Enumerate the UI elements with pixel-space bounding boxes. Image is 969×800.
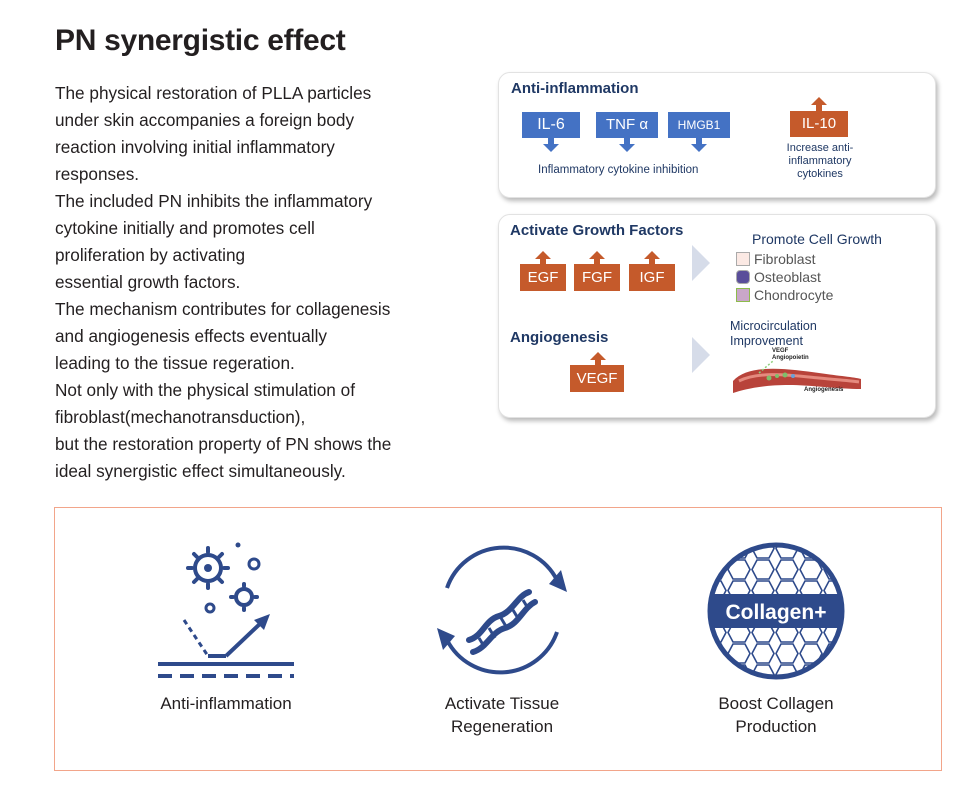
down-arrow-icon	[543, 138, 559, 152]
dna-regeneration-icon	[437, 545, 567, 675]
up-arrow-icon	[535, 251, 551, 265]
increase-caption: Increase anti- inflammatory cytokines	[778, 142, 862, 181]
up-arrow-icon	[811, 97, 827, 111]
tnf-alpha-box: TNF α	[596, 112, 658, 138]
chevron-right-icon	[692, 337, 710, 373]
description-line: The mechanism contributes for collagenes…	[55, 299, 391, 319]
description-line: leading to the tissue regeration.	[55, 353, 295, 373]
description-line: responses.	[55, 164, 140, 184]
description-line: but the restoration property of PN shows…	[55, 434, 392, 454]
benefit-label-anti-inflammation: Anti-inflammation	[126, 692, 326, 715]
angiogenesis-heading: Angiogenesis	[510, 329, 609, 346]
benefit-label-line: Regeneration	[450, 717, 554, 736]
cell-item: Fibroblast	[736, 250, 833, 268]
benefit-label-line: Boost Collagen	[718, 694, 834, 713]
description-line: proliferation by activating	[55, 245, 246, 265]
description-line: The physical restoration of PLLA particl…	[55, 83, 372, 103]
description-text: The physical restoration of PLLA particl…	[55, 80, 475, 485]
benefits-panel	[54, 507, 942, 771]
fgf-box: FGF	[574, 264, 620, 291]
description-line: cytokine initially and promotes cell	[55, 218, 315, 238]
fibroblast-icon	[736, 252, 750, 266]
microcirculation-line: Microcirculation	[730, 319, 817, 333]
vessel-label: Angiopoietin	[772, 355, 809, 361]
growth-factors-heading: Activate Growth Factors	[510, 222, 684, 239]
anti-inflammation-heading: Anti-inflammation	[511, 80, 639, 97]
benefit-label-line: Activate Tissue	[444, 694, 560, 713]
cell-label: Osteoblast	[754, 269, 821, 285]
description-line: Not only with the physical stimulation o…	[55, 380, 355, 400]
description-line: ideal synergistic effect simultaneously.	[55, 461, 346, 481]
vessel-label: Angiogenesis	[804, 387, 844, 393]
description-line: and angiogenesis effects eventually	[55, 326, 328, 346]
cell-item: Chondrocyte	[736, 286, 833, 304]
hmgb1-box: HMGB1	[668, 112, 730, 138]
anti-inflammation-icon	[158, 542, 294, 678]
cell-item: Osteoblast	[736, 268, 833, 286]
growth-factors-card: Activate Growth Factors EGF FGF IGF Prom…	[498, 214, 936, 418]
promote-cell-growth-heading: Promote Cell Growth	[752, 231, 882, 247]
description-line: reaction involving initial inflammatory	[55, 137, 335, 157]
collagen-badge-text: Collagen+	[726, 601, 827, 624]
egf-box: EGF	[520, 264, 566, 291]
microcirculation-heading: Microcirculation Improvement	[730, 319, 817, 349]
up-arrow-icon	[589, 251, 605, 265]
vegf-box: VEGF	[570, 365, 624, 392]
description-line: essential growth factors.	[55, 272, 241, 292]
benefit-label-line: Production	[735, 717, 817, 736]
benefit-label-collagen: Boost Collagen Production	[676, 692, 876, 738]
blood-vessel-icon	[733, 360, 861, 393]
vessel-label: VEGF	[772, 348, 789, 354]
il6-box: IL-6	[522, 112, 580, 138]
increase-caption-line: inflammatory	[788, 155, 852, 167]
chondrocyte-icon	[736, 288, 750, 302]
il10-box: IL-10	[790, 111, 848, 137]
down-arrow-icon	[691, 138, 707, 152]
chevron-right-icon	[692, 245, 710, 281]
microcirculation-line: Improvement	[730, 334, 803, 348]
vessel-labels: VEGF Angiopoietin	[772, 348, 809, 362]
down-arrow-icon	[619, 138, 635, 152]
benefit-label-line: Anti-inflammation	[160, 694, 292, 713]
description-line: The included PN inhibits the inflammator…	[55, 191, 373, 211]
anti-inflammation-card: Anti-inflammation IL-6 TNF α HMGB1 Infla…	[498, 72, 936, 198]
cell-label: Chondrocyte	[754, 287, 834, 303]
up-arrow-icon	[644, 251, 660, 265]
description-line: under skin accompanies a foreign body	[55, 110, 355, 130]
igf-box: IGF	[629, 264, 675, 291]
osteoblast-icon	[736, 270, 750, 284]
page-title: PN synergistic effect	[55, 24, 346, 57]
increase-caption-line: cytokines	[797, 168, 843, 180]
cell-label: Fibroblast	[754, 251, 816, 267]
collagen-hexagon-icon: Collagen+	[707, 542, 845, 680]
benefit-label-regeneration: Activate Tissue Regeneration	[402, 692, 602, 738]
up-arrow-icon	[590, 352, 606, 366]
increase-caption-line: Increase anti-	[786, 142, 854, 154]
inhibition-caption: Inflammatory cytokine inhibition	[538, 164, 699, 176]
description-line: fibroblast(mechanotransduction),	[55, 407, 306, 427]
cell-list: Fibroblast Osteoblast Chondrocyte	[736, 250, 833, 304]
